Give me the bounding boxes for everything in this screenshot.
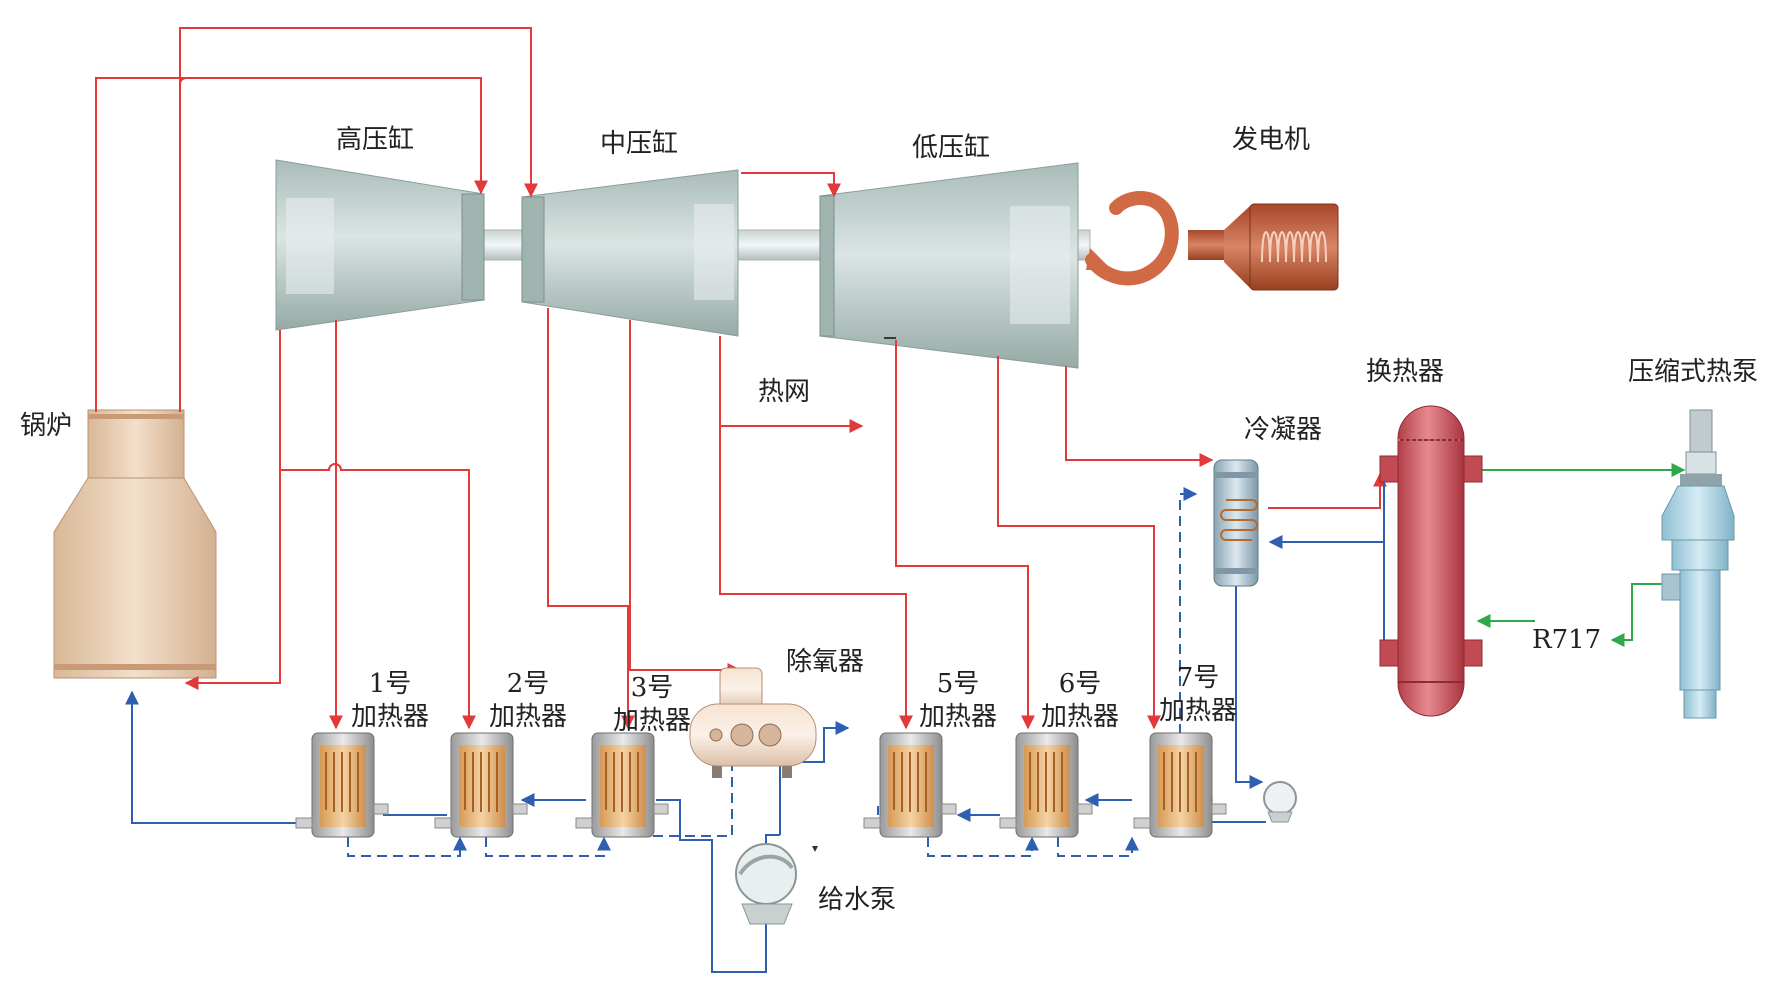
ip-cylinder-label: 中压缸	[600, 129, 679, 159]
boiler	[53, 409, 217, 679]
heater-7-name: 加热器	[1158, 695, 1237, 726]
heater-3	[575, 732, 669, 838]
heater-1-name: 加热器	[350, 701, 429, 732]
heat-exchanger-label: 换热器	[1366, 357, 1445, 387]
feed-pump	[735, 843, 818, 925]
heater-5-number: 5号	[936, 669, 980, 699]
heater-6	[999, 732, 1093, 838]
condenser-label: 冷凝器	[1244, 415, 1323, 445]
heater-6-name: 加热器	[1040, 701, 1119, 732]
heater-3-label: 3号 加热器	[602, 672, 702, 737]
heater-2-number: 2号	[506, 669, 550, 699]
heater-2	[434, 732, 528, 838]
ip-cylinder	[521, 169, 739, 337]
refrigerant-label: R717	[1532, 625, 1602, 655]
heater-3-number: 3号	[630, 673, 674, 703]
heater-6-label: 6号 加热器	[1030, 668, 1130, 733]
heat-exchanger	[1379, 405, 1483, 717]
hp-cylinder-label: 高压缸	[336, 125, 415, 155]
hp-cylinder	[275, 159, 485, 331]
heater-6-number: 6号	[1058, 669, 1102, 699]
deaerator-label: 除氧器	[786, 647, 865, 677]
heater-1	[295, 732, 389, 838]
refrigerant-lines	[1476, 463, 1686, 647]
heater-5-name: 加热器	[918, 701, 997, 732]
heater-5-label: 5号 加热器	[908, 668, 1008, 733]
feed-pump-label: 给水泵	[818, 885, 897, 915]
steam-lines	[95, 27, 1387, 730]
heater-1-number: 1号	[368, 669, 412, 699]
heat-network-label: 热网	[758, 377, 811, 407]
compression-heat-pump	[1661, 409, 1735, 719]
boiler-label: 锅炉	[20, 411, 73, 441]
generator-label: 发电机	[1232, 125, 1311, 155]
lp-cylinder-label: 低压缸	[912, 133, 991, 163]
lp-cylinder	[819, 162, 1079, 369]
heat-pump-label: 压缩式热泵	[1628, 357, 1759, 387]
heater-2-label: 2号 加热器	[478, 668, 578, 733]
generator	[1085, 191, 1339, 291]
heater-7-label: 7号 加热器	[1148, 662, 1248, 727]
condensate-pump	[1263, 781, 1297, 823]
heater-1-label: 1号 加热器	[340, 668, 440, 733]
heater-3-name: 加热器	[612, 705, 691, 736]
deaerator	[689, 667, 817, 778]
condenser	[1213, 459, 1259, 587]
heater-5	[863, 732, 957, 838]
heater-2-name: 加热器	[488, 701, 567, 732]
heater-7	[1133, 732, 1227, 838]
heater-7-number: 7号	[1176, 663, 1220, 693]
